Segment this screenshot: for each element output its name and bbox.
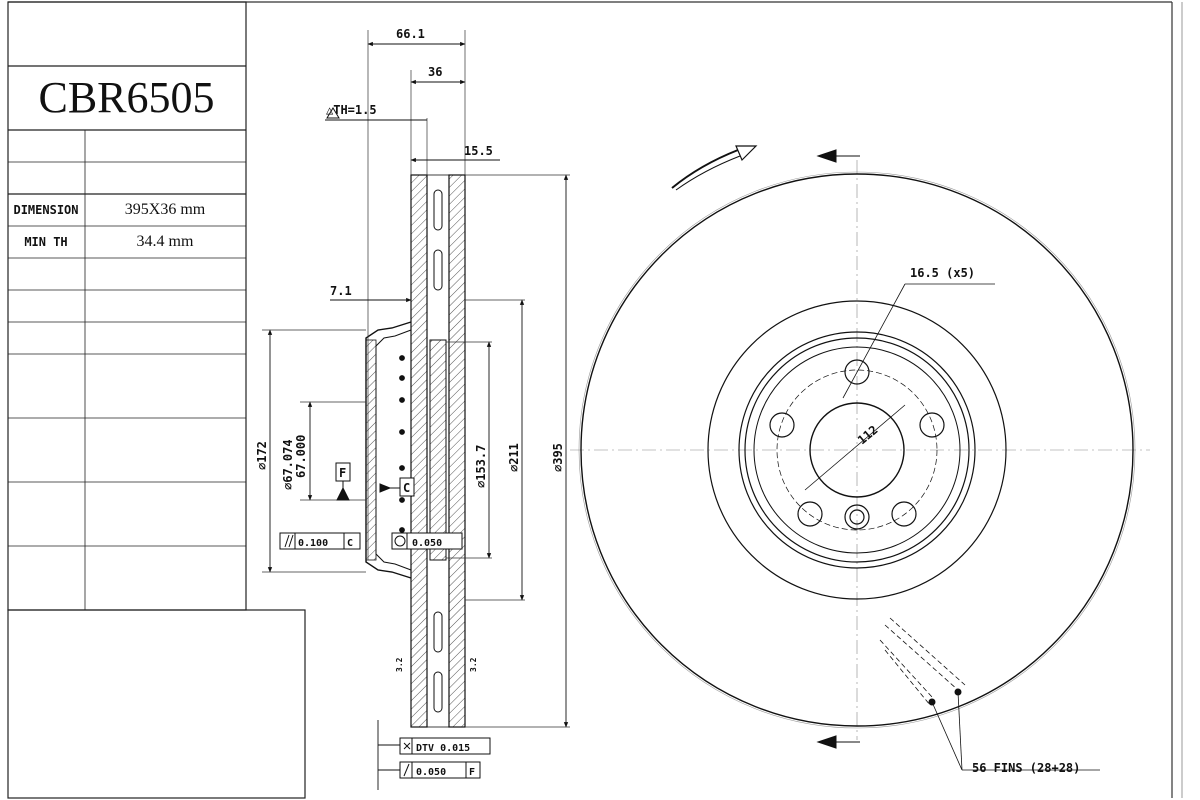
dim-pcd: 112 — [855, 423, 881, 448]
datum-c: C — [403, 481, 410, 495]
min-thickness-label: MIN TH — [24, 235, 68, 249]
sheet-border — [8, 1, 1183, 798]
dim-th-note: △TH=1.5 — [326, 103, 377, 117]
datum-f: F — [339, 466, 346, 480]
dimension-label: DIMENSION — [13, 203, 79, 217]
tol-runout: 0.050 — [412, 538, 442, 549]
tol-dtv: DTV 0.015 — [416, 743, 470, 754]
tol-flatness-ref: F — [469, 767, 475, 778]
dim-overall-width: 66.1 — [396, 27, 425, 41]
dimension-labels: 66.1 36 △TH=1.5 15.5 7.1 ⌀172 ⌀67.074 67… — [255, 27, 1080, 778]
disc-front-view — [570, 145, 1150, 771]
dim-disc-thickness: 36 — [428, 65, 442, 79]
tol-parallel: 0.100 — [298, 538, 328, 549]
disc-section-view — [262, 30, 570, 790]
dim-bore-diameter-a: ⌀67.074 — [281, 439, 295, 490]
tol-parallel-ref: C — [347, 538, 353, 549]
dim-bolt-hole: 16.5 (x5) — [910, 266, 975, 280]
dim-outer-diameter: ⌀395 — [551, 443, 565, 472]
min-thickness-value: 34.4 mm — [136, 233, 194, 250]
dim-hat-diameter: ⌀172 — [255, 441, 269, 470]
dim-mid-diameter: ⌀211 — [507, 443, 521, 472]
dim-cheek: 15.5 — [464, 144, 493, 158]
title-block-grid — [7, 1, 306, 799]
dimension-value: 395X36 mm — [124, 201, 206, 218]
finish-b: 3.2 — [469, 657, 478, 672]
dim-inner-diameter: ⌀153.7 — [474, 445, 488, 488]
finish-a: 3.2 — [395, 657, 404, 672]
dim-bore-diameter-b: 67.000 — [294, 435, 308, 478]
part-number: CBR6505 — [38, 72, 215, 122]
dim-fins: 56 FINS (28+28) — [972, 761, 1080, 775]
dim-offset: 7.1 — [330, 284, 352, 298]
tol-flatness: 0.050 — [416, 767, 446, 778]
